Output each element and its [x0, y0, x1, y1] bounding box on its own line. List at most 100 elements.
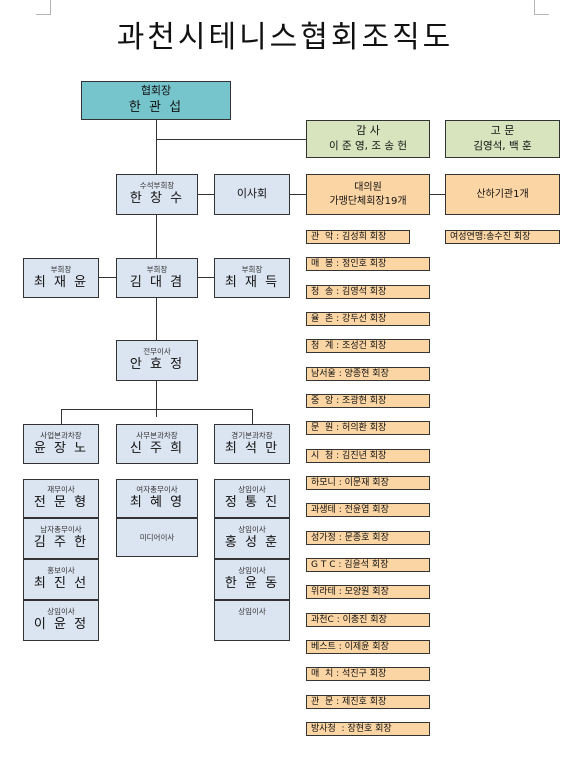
- division-head-role: 사무본과차장: [136, 430, 178, 440]
- director-role: 상임이사: [238, 485, 266, 495]
- crop-mark-top-right: [534, 0, 549, 15]
- auditor-names: 이 준 영, 조 송 헌: [329, 140, 407, 153]
- executive-director-role: 전무이사: [143, 347, 171, 357]
- auditor-box: 감 사 이 준 영, 조 송 헌: [306, 120, 430, 158]
- club-item: 청 계 : 조성건 회장: [306, 339, 430, 353]
- president-role: 협회장: [140, 84, 172, 98]
- club-item: 시 청 : 김진년 회장: [306, 449, 430, 463]
- connector: [252, 409, 253, 424]
- club-item: 문 원 : 허의환 회장: [306, 421, 430, 435]
- club-item: 매 봉 : 정인호 회장: [306, 257, 430, 271]
- connector: [198, 277, 214, 278]
- club-item: 관 문 : 제진호 회장: [306, 695, 430, 709]
- director-name: 최 진 선: [33, 576, 89, 592]
- director-box: 상임이사 한 윤 동: [214, 559, 290, 600]
- director-box: 재무이사 전 문 형: [23, 479, 99, 518]
- advisor-names: 김영석, 백 훈: [473, 140, 532, 153]
- connector: [61, 409, 253, 410]
- vp-name: 최 재 윤: [33, 274, 89, 290]
- club-item: 율 촌 : 강두선 회장: [306, 312, 430, 326]
- director-role: 상임이사: [47, 607, 75, 617]
- club-item: 하모니 : 이문재 회장: [306, 476, 430, 490]
- director-name: 정 통 진: [224, 495, 280, 511]
- director-name: 김 주 한: [33, 535, 89, 551]
- director-box: 미디어이사: [116, 518, 198, 557]
- club-item: 성가정 : 문종호 회장: [306, 531, 430, 545]
- club-item: 과생테 : 전윤엽 회장: [306, 503, 430, 517]
- senior-vp-role: 수석부회장: [139, 181, 175, 191]
- director-name: 이 윤 정: [33, 617, 89, 633]
- director-box: 여자총무이사 최 혜 영: [116, 479, 198, 518]
- connector: [430, 194, 445, 195]
- president-name: 한 관 섭: [128, 100, 184, 116]
- vp-box: 부회장 김 대 겸: [116, 258, 198, 298]
- club-item: G T C : 김윤석 회장: [306, 558, 430, 572]
- affiliate-label: 산하기관1개: [476, 188, 529, 200]
- club-item: 중 앙 : 조광현 회장: [306, 394, 430, 408]
- director-box: 홍보이사 최 진 선: [23, 559, 99, 600]
- affiliate-box: 산하기관1개: [445, 174, 560, 215]
- connector: [99, 277, 116, 278]
- vp-role: 부회장: [146, 264, 168, 274]
- director-role: 상임이사: [238, 607, 266, 616]
- club-item: 과천C : 이충진 회장: [306, 613, 430, 627]
- club-item: 방사청 : 장현호 회장: [306, 722, 430, 736]
- division-head-name: 신 주 희: [129, 440, 185, 456]
- senior-vp-box: 수석부회장 한 창 수: [116, 174, 198, 215]
- club-item: 남서울 : 양종현 회장: [306, 367, 430, 381]
- division-head-box: 사업본과차장 윤 장 노: [23, 424, 99, 464]
- division-head-name: 윤 장 노: [33, 440, 89, 456]
- connector: [156, 139, 306, 140]
- division-head-box: 사무본과차장 신 주 희: [116, 424, 198, 464]
- director-role: 홍보이사: [47, 566, 75, 576]
- womens-league-box: 여성연맹:송수진 회장: [445, 230, 560, 244]
- director-box: 남자총무이사 김 주 한: [23, 518, 99, 559]
- connector: [290, 194, 306, 195]
- vp-role: 부회장: [241, 264, 263, 274]
- director-name: 홍 성 훈: [224, 535, 280, 551]
- senior-vp-name: 한 창 수: [129, 191, 185, 207]
- director-role: 상임이사: [238, 525, 266, 535]
- vp-name: 김 대 겸: [129, 274, 185, 290]
- director-role: 미디어이사: [139, 533, 175, 542]
- auditor-role: 감 사: [356, 124, 380, 138]
- board-box: 이사회: [214, 174, 290, 215]
- crop-mark-top-left: [36, 0, 51, 15]
- council-box: 대의원 가맹단체회장19개: [306, 174, 430, 215]
- director-name: 전 문 형: [33, 495, 89, 511]
- club-item: 청 송 : 김영석 회장: [306, 285, 430, 299]
- division-head-role: 경기본과차장: [231, 430, 273, 440]
- club-item: 베스트 : 이제윤 회장: [306, 640, 430, 654]
- connector: [61, 409, 62, 424]
- director-role: 재무이사: [47, 485, 75, 495]
- page-title: 과천시테니스협회조직도: [116, 20, 454, 55]
- director-box: 상임이사 이 윤 정: [23, 600, 99, 641]
- vp-role: 부회장: [50, 264, 72, 274]
- division-head-name: 최 석 만: [224, 440, 280, 456]
- executive-director-box: 전무이사 안 효 정: [116, 340, 198, 381]
- division-head-role: 사업본과차장: [40, 430, 82, 440]
- director-name: 최 혜 영: [129, 495, 185, 511]
- council-line2: 가맹단체회장19개: [329, 195, 407, 207]
- club-item: 위라테 : 모양원 회장: [306, 585, 430, 599]
- vp-box: 부회장 최 재 윤: [23, 258, 99, 298]
- director-name: 한 윤 동: [224, 576, 280, 592]
- president-box: 협회장 한 관 섭: [81, 81, 231, 120]
- director-box: 상임이사 정 통 진: [214, 479, 290, 518]
- vp-box: 부회장 최 재 득: [214, 258, 290, 298]
- director-role: 남자총무이사: [40, 525, 82, 535]
- director-role: 상임이사: [238, 566, 266, 576]
- executive-director-name: 안 효 정: [129, 357, 185, 373]
- vp-name: 최 재 득: [224, 274, 280, 290]
- director-role: 여자총무이사: [136, 485, 178, 495]
- division-head-box: 경기본과차장 최 석 만: [214, 424, 290, 464]
- director-box: 상임이사: [214, 600, 290, 641]
- director-box: 상임이사 홍 성 훈: [214, 518, 290, 559]
- club-item: 관 악 : 김성희 회장: [306, 230, 410, 244]
- advisor-role: 고 문: [490, 124, 515, 138]
- council-line1: 대의원: [354, 182, 382, 193]
- connector: [198, 194, 214, 195]
- advisor-box: 고 문 김영석, 백 훈: [445, 120, 560, 158]
- board-label: 이사회: [236, 187, 268, 201]
- club-item: 매 치 : 석진구 회장: [306, 667, 430, 681]
